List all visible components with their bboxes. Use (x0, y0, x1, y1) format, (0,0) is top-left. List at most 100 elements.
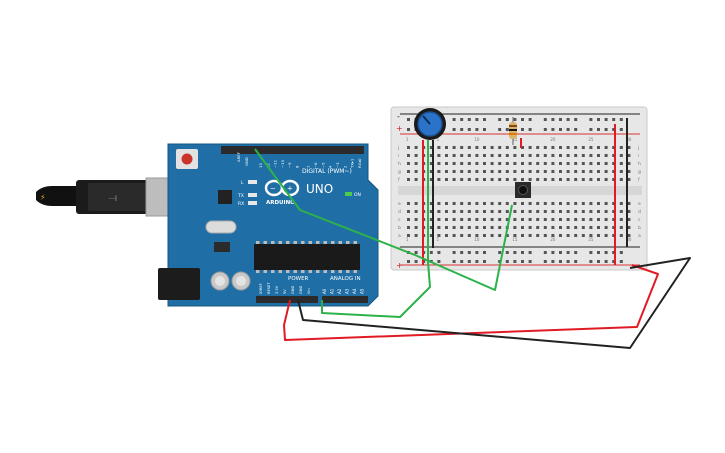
breadboard-hole[interactable] (543, 154, 547, 157)
rail-hole[interactable] (475, 118, 479, 121)
breadboard-hole[interactable] (467, 234, 471, 237)
breadboard-hole[interactable] (551, 162, 555, 165)
breadboard-hole[interactable] (574, 162, 578, 165)
analog-header[interactable] (322, 296, 368, 303)
breadboard-hole[interactable] (536, 162, 540, 165)
breadboard-hole[interactable] (612, 162, 616, 165)
rail-hole[interactable] (528, 260, 532, 263)
breadboard-hole[interactable] (414, 146, 418, 149)
breadboard-hole[interactable] (437, 218, 441, 221)
breadboard-hole[interactable] (407, 202, 410, 205)
breadboard-hole[interactable] (597, 170, 600, 173)
breadboard-hole[interactable] (612, 202, 616, 205)
breadboard-hole[interactable] (475, 170, 479, 173)
breadboard-hole[interactable] (551, 202, 555, 205)
breadboard-hole[interactable] (513, 162, 517, 165)
breadboard-hole[interactable] (581, 170, 585, 173)
breadboard-hole[interactable] (498, 154, 502, 157)
breadboard-hole[interactable] (414, 218, 418, 221)
breadboard-hole[interactable] (536, 170, 540, 173)
breadboard-hole[interactable] (407, 154, 410, 157)
breadboard-hole[interactable] (437, 202, 441, 205)
breadboard-hole[interactable] (619, 146, 623, 149)
breadboard-hole[interactable] (414, 202, 418, 205)
breadboard-hole[interactable] (521, 170, 524, 173)
breadboard-hole[interactable] (551, 154, 555, 157)
breadboard-hole[interactable] (581, 218, 585, 221)
breadboard-hole[interactable] (467, 202, 471, 205)
rail-hole[interactable] (559, 260, 562, 263)
breadboard-hole[interactable] (498, 218, 502, 221)
breadboard-hole[interactable] (498, 178, 502, 181)
rail-hole[interactable] (543, 251, 547, 254)
breadboard-hole[interactable] (627, 162, 631, 165)
breadboard-hole[interactable] (597, 202, 600, 205)
breadboard-hole[interactable] (513, 170, 517, 173)
breadboard-hole[interactable] (521, 178, 524, 181)
breadboard-hole[interactable] (475, 234, 479, 237)
breadboard-hole[interactable] (445, 234, 448, 237)
breadboard-hole[interactable] (619, 154, 623, 157)
breadboard-hole[interactable] (467, 146, 471, 149)
breadboard-hole[interactable] (445, 162, 448, 165)
breadboard-hole[interactable] (414, 154, 418, 157)
breadboard-hole[interactable] (414, 226, 418, 229)
breadboard-hole[interactable] (581, 162, 585, 165)
breadboard-hole[interactable] (528, 226, 532, 229)
breadboard-hole[interactable] (498, 162, 502, 165)
breadboard-hole[interactable] (604, 234, 608, 237)
breadboard-hole[interactable] (498, 170, 502, 173)
rail-hole[interactable] (460, 260, 464, 263)
breadboard-hole[interactable] (414, 210, 418, 213)
rail-hole[interactable] (429, 251, 433, 254)
breadboard-hole[interactable] (604, 154, 608, 157)
rail-hole[interactable] (467, 128, 471, 131)
breadboard-hole[interactable] (429, 210, 433, 213)
breadboard-hole[interactable] (536, 226, 540, 229)
rail-hole[interactable] (559, 251, 562, 254)
breadboard-hole[interactable] (536, 178, 540, 181)
rail-hole[interactable] (589, 251, 593, 254)
breadboard-hole[interactable] (574, 202, 578, 205)
rail-hole[interactable] (604, 118, 608, 121)
rail-hole[interactable] (498, 128, 502, 131)
breadboard-hole[interactable] (467, 154, 471, 157)
breadboard-hole[interactable] (490, 226, 494, 229)
breadboard-hole[interactable] (589, 202, 593, 205)
breadboard-hole[interactable] (505, 146, 509, 149)
breadboard-hole[interactable] (559, 234, 562, 237)
breadboard-hole[interactable] (543, 170, 547, 173)
breadboard-hole[interactable] (597, 162, 600, 165)
rail-hole[interactable] (559, 128, 562, 131)
breadboard-hole[interactable] (521, 154, 524, 157)
breadboard-hole[interactable] (627, 226, 631, 229)
breadboard-hole[interactable] (521, 218, 524, 221)
rail-hole[interactable] (437, 260, 441, 263)
breadboard-hole[interactable] (559, 170, 562, 173)
breadboard-hole[interactable] (483, 146, 486, 149)
breadboard-hole[interactable] (543, 210, 547, 213)
breadboard-hole[interactable] (589, 218, 593, 221)
breadboard-hole[interactable] (437, 170, 441, 173)
rail-hole[interactable] (498, 251, 502, 254)
breadboard-hole[interactable] (627, 154, 631, 157)
rail-hole[interactable] (475, 128, 479, 131)
breadboard-hole[interactable] (437, 146, 441, 149)
breadboard-hole[interactable] (581, 178, 585, 181)
breadboard-hole[interactable] (566, 162, 570, 165)
breadboard-hole[interactable] (581, 210, 585, 213)
breadboard-hole[interactable] (619, 210, 623, 213)
rail-hole[interactable] (483, 251, 486, 254)
breadboard-hole[interactable] (589, 170, 593, 173)
rail-hole[interactable] (597, 118, 600, 121)
breadboard-hole[interactable] (543, 234, 547, 237)
breadboard-hole[interactable] (536, 218, 540, 221)
breadboard-hole[interactable] (604, 226, 608, 229)
rail-hole[interactable] (513, 251, 517, 254)
rail-hole[interactable] (543, 128, 547, 131)
breadboard-hole[interactable] (407, 178, 410, 181)
rail-hole[interactable] (437, 251, 441, 254)
rail-hole[interactable] (543, 118, 547, 121)
breadboard-hole[interactable] (581, 202, 585, 205)
breadboard-hole[interactable] (612, 146, 616, 149)
